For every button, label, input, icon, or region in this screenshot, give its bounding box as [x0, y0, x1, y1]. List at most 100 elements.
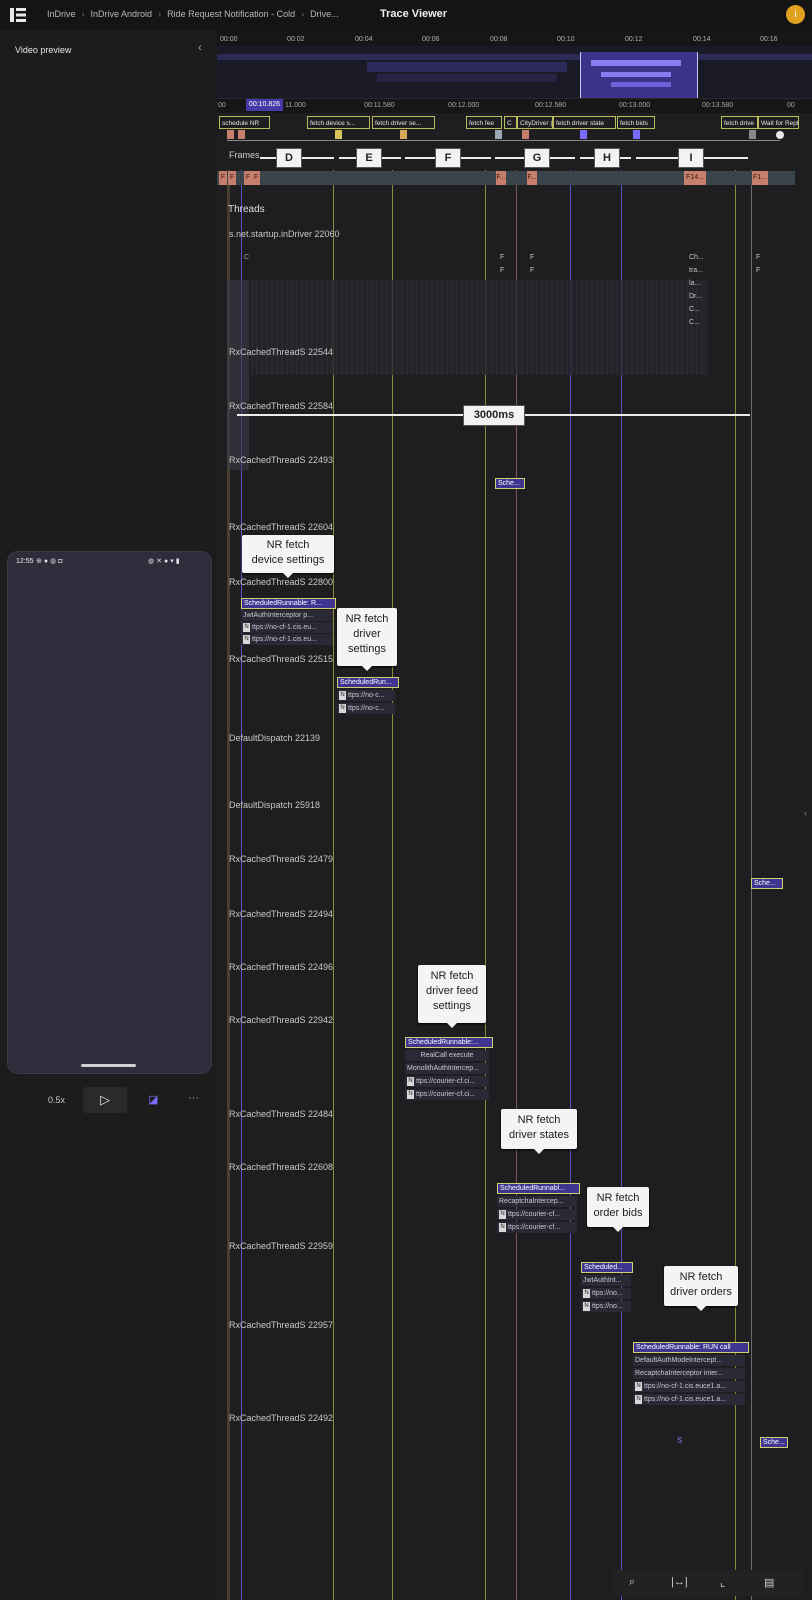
slice-scheduled-runnable[interactable]: Sche...: [760, 1437, 788, 1448]
slice-item[interactable]: DefaultAuthModeIntercept...: [633, 1355, 745, 1366]
main-thread-slice[interactable]: Ch...: [689, 254, 704, 261]
top-slice[interactable]: fetch driver state: [553, 116, 616, 129]
frame-marker[interactable]: F: [219, 171, 227, 185]
main-thread-slice[interactable]: F: [756, 267, 761, 274]
frame-marker[interactable]: F...: [527, 171, 537, 185]
play-button[interactable]: ▷: [83, 1087, 127, 1113]
breadcrumb-item[interactable]: Ride Request Notification - Cold: [167, 9, 296, 19]
top-slice[interactable]: fetch bids: [617, 116, 655, 129]
thread-label[interactable]: RxCachedThreadS 22515: [229, 654, 334, 664]
thread-label[interactable]: RxCachedThreadS 22942: [229, 1015, 334, 1025]
thread-label[interactable]: RxCachedThreadS 22492: [229, 1413, 334, 1423]
more-options-icon[interactable]: ···: [188, 1092, 199, 1104]
thread-label[interactable]: DefaultDispatch 22139: [229, 733, 321, 743]
thread-label[interactable]: RxCachedThreadS 22604: [229, 522, 334, 532]
slice-scheduled-runnable[interactable]: Scheduled...: [581, 1262, 633, 1273]
marker-flag[interactable]: [335, 130, 342, 139]
main-thread-slice[interactable]: F: [530, 267, 535, 274]
slice-item[interactable]: JwtAuthInt...: [581, 1275, 631, 1286]
slice-item[interactable]: RecaptchaIntercep...: [497, 1196, 577, 1207]
top-slice[interactable]: C: [504, 116, 517, 129]
main-thread-slice[interactable]: F: [530, 254, 535, 261]
main-thread-slice[interactable]: C...: [689, 319, 700, 326]
frame-marker[interactable]: F14...: [684, 171, 706, 185]
marker-flag[interactable]: [522, 130, 529, 139]
main-thread-slice[interactable]: la...: [689, 280, 701, 287]
slice-item[interactable]: RealCall execute: [405, 1050, 489, 1061]
slice-scheduled-runnable[interactable]: Sche...: [751, 878, 783, 889]
panel-settings-icon[interactable]: ▤: [764, 1577, 775, 1589]
thread-label[interactable]: RxCachedThreadS 22494: [229, 909, 334, 919]
marker-flag[interactable]: [238, 130, 245, 139]
breadcrumb-item[interactable]: Drive...: [310, 9, 339, 19]
top-slice[interactable]: CityDriver (: [517, 116, 553, 129]
slice-item[interactable]: JwtAuthInterceptor p...: [241, 610, 333, 621]
slice-scheduled-runnable[interactable]: ScheduledRun...: [337, 677, 399, 688]
slice-scheduled-runnable[interactable]: ScheduledRunnable: R...: [241, 598, 336, 609]
frame-marker[interactable]: F: [228, 171, 236, 185]
breadcrumb-item[interactable]: InDrive Android: [90, 9, 153, 19]
marker-flag[interactable]: [400, 130, 407, 139]
slice-scheduled-runnable[interactable]: ScheduledRunnable:...: [405, 1037, 493, 1048]
collapse-panel-icon[interactable]: ‹: [198, 42, 202, 54]
overview-selection-window[interactable]: [580, 52, 698, 98]
thread-label[interactable]: RxCachedThreadS 22959: [229, 1241, 334, 1251]
marker-flag[interactable]: [580, 130, 587, 139]
top-slice[interactable]: fetch fee: [466, 116, 502, 129]
search-icon[interactable]: ⌕: [629, 1576, 636, 1588]
top-slice[interactable]: fetch device s...: [307, 116, 370, 129]
marker-flag[interactable]: [495, 130, 502, 139]
cursor-time[interactable]: 00:10.826: [246, 99, 283, 111]
frame-marker[interactable]: F...: [496, 171, 506, 185]
slice-item[interactable]: RecaptchaInterceptor inter...: [633, 1368, 745, 1379]
fit-width-icon[interactable]: |↔|: [671, 1576, 688, 1588]
bookmark-icon[interactable]: ◪: [148, 1094, 159, 1106]
top-slice[interactable]: schedule NR: [219, 116, 270, 129]
main-thread-slice[interactable]: Dr...: [689, 293, 702, 300]
main-thread-slice[interactable]: tra...: [689, 267, 704, 274]
expand-panel-icon[interactable]: ‹: [804, 808, 807, 818]
avatar[interactable]: i: [786, 5, 805, 24]
top-slice[interactable]: fetch drive: [721, 116, 758, 129]
playback-speed[interactable]: 0.5x: [48, 1095, 66, 1105]
time-ruler[interactable]: [217, 30, 812, 46]
pin-marker-icon[interactable]: [776, 131, 784, 139]
trace-overview[interactable]: [217, 46, 812, 98]
slice-marker[interactable]: S: [677, 1436, 683, 1445]
thread-label[interactable]: RxCachedThreadS 22496: [229, 962, 334, 972]
slice-scheduled-runnable[interactable]: ScheduledRunnabl...: [497, 1183, 580, 1194]
marker-flag[interactable]: [227, 130, 234, 139]
marker-flag[interactable]: [633, 130, 640, 139]
main-thread-slice[interactable]: C...: [689, 306, 700, 313]
thread-label[interactable]: DefaultDispatch 25918: [229, 800, 321, 810]
frame-marker[interactable]: F: [252, 171, 260, 185]
thread-label[interactable]: RxCachedThreadS 22493: [229, 455, 334, 465]
thread-label[interactable]: RxCachedThreadS 22608: [229, 1162, 334, 1172]
slice-item[interactable]: MonolithAuthIntercep...: [405, 1063, 489, 1074]
thread-label[interactable]: RxCachedThreadS 22479: [229, 854, 334, 864]
select-icon[interactable]: ⌞: [720, 1577, 726, 1589]
main-thread-slice[interactable]: C: [244, 254, 250, 261]
top-slice[interactable]: Wait for Repl: [758, 116, 799, 129]
thread-label[interactable]: RxCachedThreadS 22957: [229, 1320, 334, 1330]
slice-scheduled-runnable[interactable]: ScheduledRunnable: RUN call: [633, 1342, 749, 1353]
detail-time-ruler[interactable]: [217, 98, 812, 113]
main-thread-slice[interactable]: F: [756, 254, 761, 261]
thread-label[interactable]: RxCachedThreadS 22584: [229, 401, 334, 411]
frame-marker[interactable]: F: [244, 171, 252, 185]
marker-flag[interactable]: [749, 130, 756, 139]
main-thread-slice[interactable]: F: [500, 254, 505, 261]
process-label[interactable]: s.net.startup.inDriver 22060: [229, 229, 340, 239]
